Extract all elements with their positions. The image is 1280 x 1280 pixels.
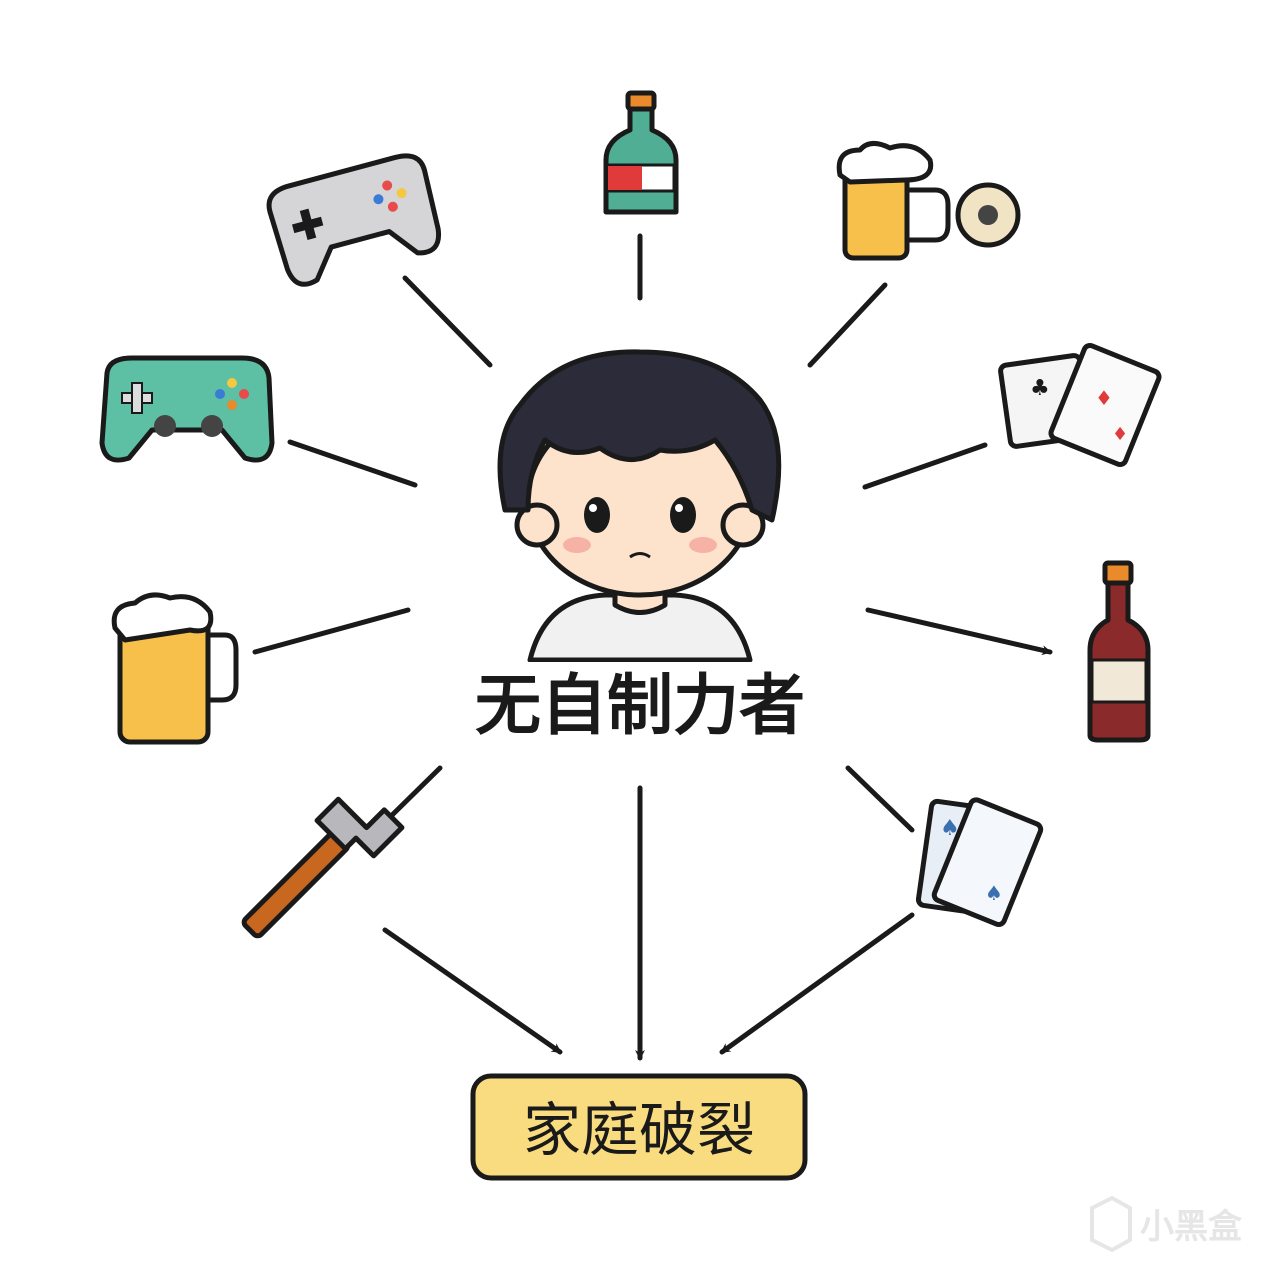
svg-text:♣: ♣ bbox=[1030, 376, 1050, 401]
svg-text:♠: ♠ bbox=[985, 881, 1003, 905]
line-red-cards bbox=[862, 442, 988, 490]
line-green-controller bbox=[287, 439, 418, 488]
line-beer-chip bbox=[807, 282, 888, 368]
line-beer-left bbox=[252, 607, 411, 655]
liquor-bottle-icon bbox=[603, 90, 679, 215]
hammer-icon bbox=[241, 796, 405, 939]
game-controller-gray-icon bbox=[266, 153, 442, 287]
svg-text:♦: ♦ bbox=[1112, 424, 1128, 445]
center-label: 无自制力者 bbox=[475, 667, 805, 744]
result-box: 家庭破裂 bbox=[470, 1073, 808, 1181]
svg-text:♦: ♦ bbox=[1095, 386, 1113, 410]
watermark-logo-icon bbox=[1090, 1195, 1132, 1253]
result-label: 家庭破裂 bbox=[523, 1096, 755, 1164]
beer-mug-with-chip-icon bbox=[836, 141, 1021, 261]
playing-cards-red-icon: ♣ ♦ ♦ bbox=[998, 342, 1162, 468]
playing-cards-blue-icon: ♠♠ bbox=[915, 797, 1044, 927]
person-avatar-icon bbox=[497, 349, 782, 663]
connector-lines bbox=[252, 233, 1053, 1061]
arrow-to-wine bbox=[865, 607, 1053, 656]
line-hammer bbox=[382, 765, 443, 825]
wine-bottle-icon bbox=[1087, 560, 1151, 743]
svg-text:♠: ♠ bbox=[940, 816, 960, 841]
line-blue-cards bbox=[845, 765, 915, 833]
game-controller-green-icon bbox=[99, 355, 275, 463]
arrow-cards-to-result bbox=[719, 912, 915, 1055]
watermark: 小黑盒 bbox=[1090, 1195, 1243, 1253]
line-gray-controller bbox=[402, 275, 493, 368]
watermark-text: 小黑盒 bbox=[1140, 1207, 1243, 1247]
arrow-hammer-to-result bbox=[382, 927, 563, 1055]
center-label-backdrop bbox=[445, 662, 835, 744]
beer-mug-icon bbox=[111, 592, 239, 745]
